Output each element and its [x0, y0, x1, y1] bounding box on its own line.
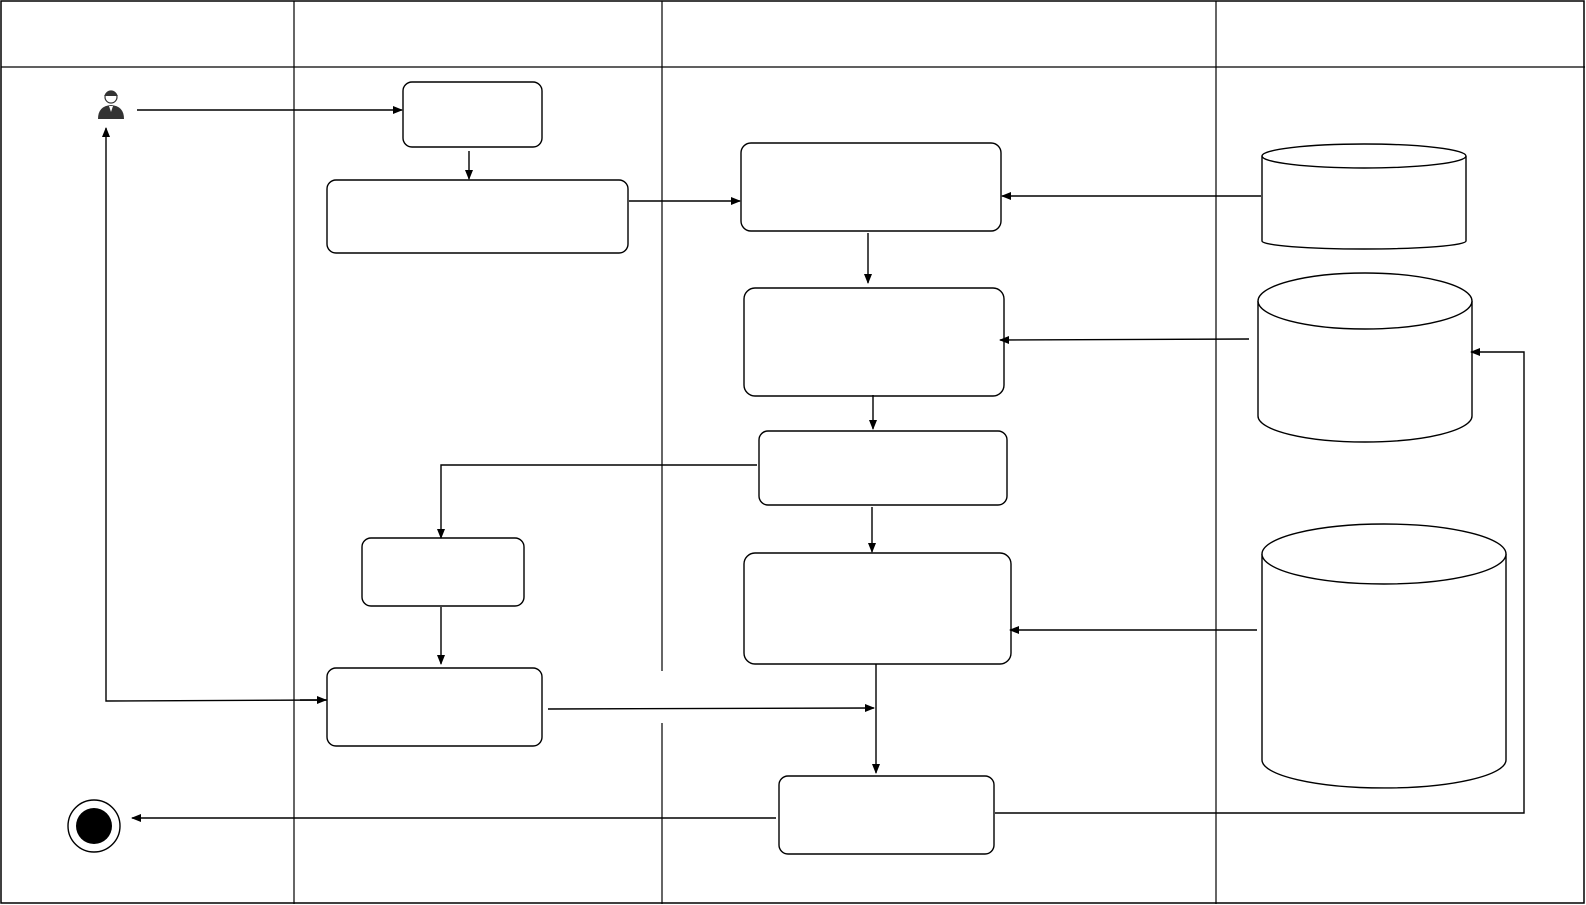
activity-box-left-bottom: [326, 667, 543, 747]
user-person-icon: [98, 90, 124, 119]
datastore-3: [1261, 523, 1507, 789]
activity-box-bottom: [778, 775, 995, 855]
flow-bottom-to-db2: [995, 348, 1525, 814]
datastore-2: [1257, 272, 1473, 443]
datastore-1: [1261, 143, 1467, 250]
flow-db2-to-c2: [999, 335, 1250, 344]
flow-left-bottom-to-merge: [547, 704, 875, 713]
activity-box-top: [402, 81, 543, 148]
flow-left-bottom-to-actor: [102, 127, 328, 702]
activity-box-left-mid: [361, 537, 525, 607]
activity-box-center-4: [743, 552, 1012, 665]
activity-box-center-2: [743, 287, 1005, 397]
activity-box-center-1: [740, 142, 1002, 232]
activity-box-wide: [326, 179, 629, 254]
flow-c3-to-left-mid: [437, 464, 757, 539]
activity-box-center-3: [758, 430, 1008, 506]
end-node-icon: [67, 799, 121, 853]
